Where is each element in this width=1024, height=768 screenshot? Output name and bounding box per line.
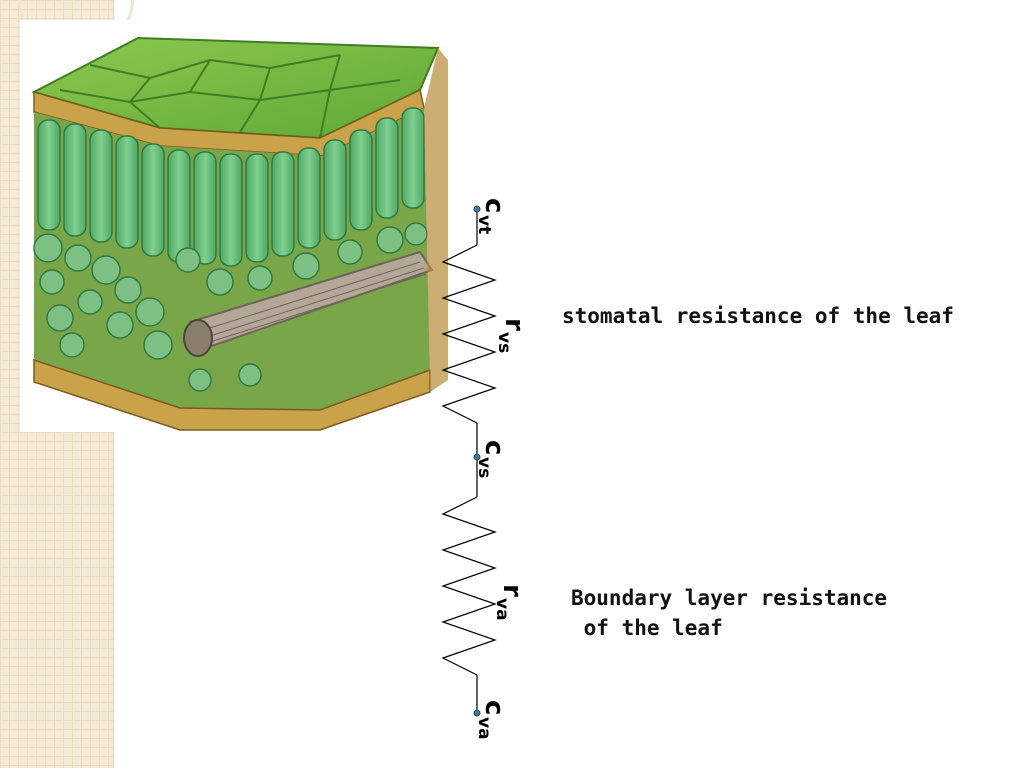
leaf-cross-section-image	[20, 20, 448, 432]
node-cvs	[473, 453, 481, 461]
stomatal-resistance-caption: stomatal resistance of the leaf	[562, 304, 954, 328]
svg-text:c: c	[479, 700, 509, 715]
svg-text:va: va	[474, 717, 494, 740]
svg-text:r: r	[499, 318, 529, 331]
svg-text:vs: vs	[494, 332, 514, 353]
label-c-vs: c vs	[474, 440, 509, 478]
svg-text:vt: vt	[474, 215, 494, 234]
label-c-va: c va	[474, 700, 509, 740]
svg-text:c: c	[479, 440, 509, 455]
node-cva	[473, 709, 481, 717]
label-c-vt: c vt	[474, 198, 509, 234]
label-r-vs: r vs	[494, 318, 529, 353]
svg-text:c: c	[479, 198, 509, 213]
boundary-layer-caption-line2: of the leaf	[571, 616, 723, 640]
svg-text:r: r	[497, 584, 527, 597]
node-cvt	[473, 205, 481, 213]
boundary-layer-caption-line1: Boundary layer resistance	[571, 586, 888, 610]
label-r-va: r va	[492, 584, 527, 621]
svg-text:vs: vs	[474, 457, 494, 478]
boundary-layer-resistor	[441, 496, 497, 676]
stomatal-resistor	[441, 244, 497, 424]
leaf-cross-section-illustration	[31, 36, 448, 431]
svg-text:va: va	[492, 598, 512, 621]
